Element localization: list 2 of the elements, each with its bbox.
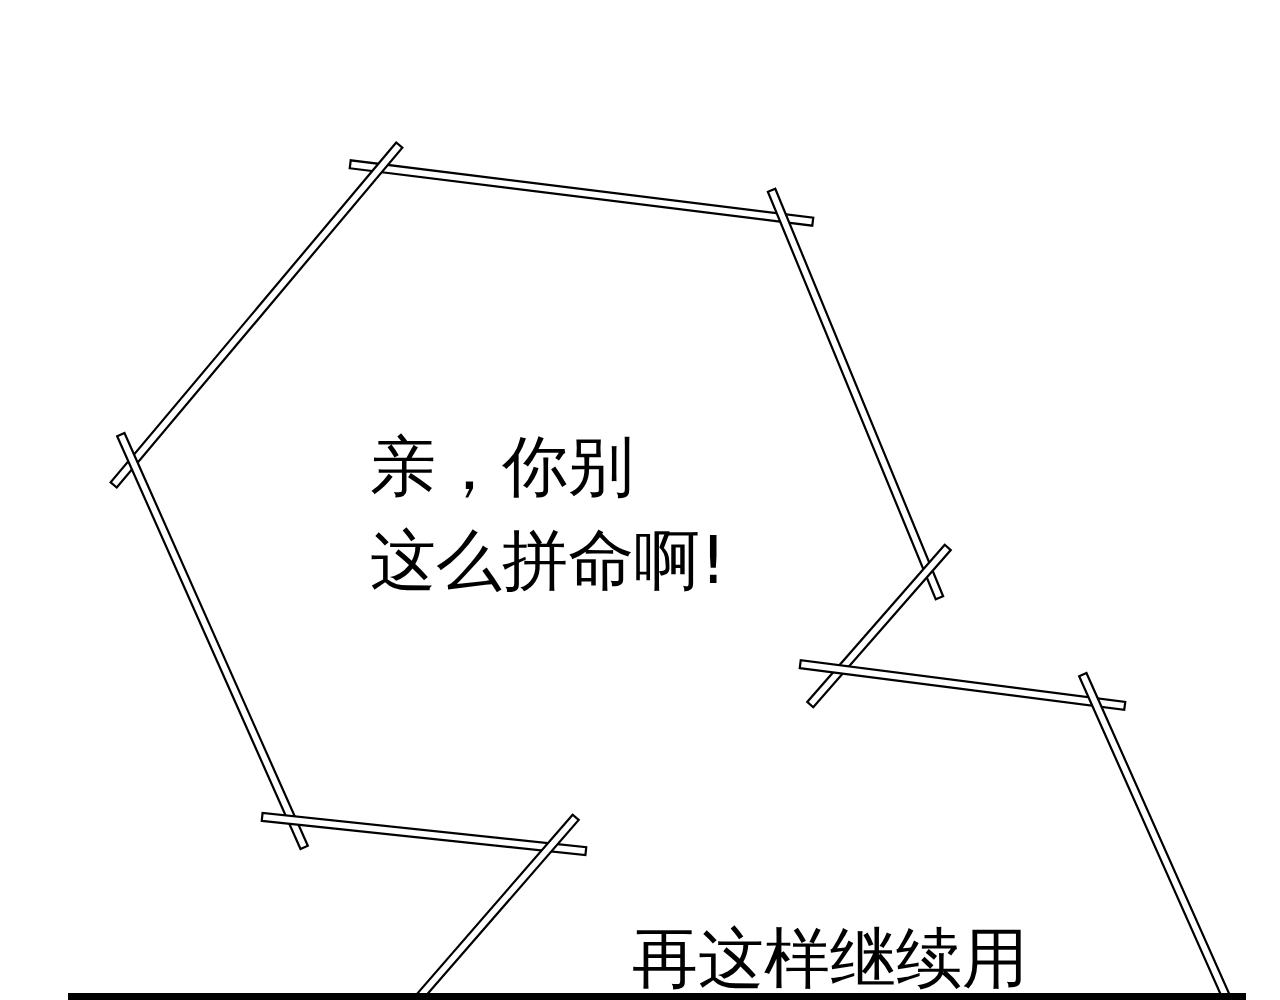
speech-text: 亲，你别这么拼命啊! <box>370 427 728 601</box>
speech-text: 再这样继续用 <box>632 919 1029 999</box>
